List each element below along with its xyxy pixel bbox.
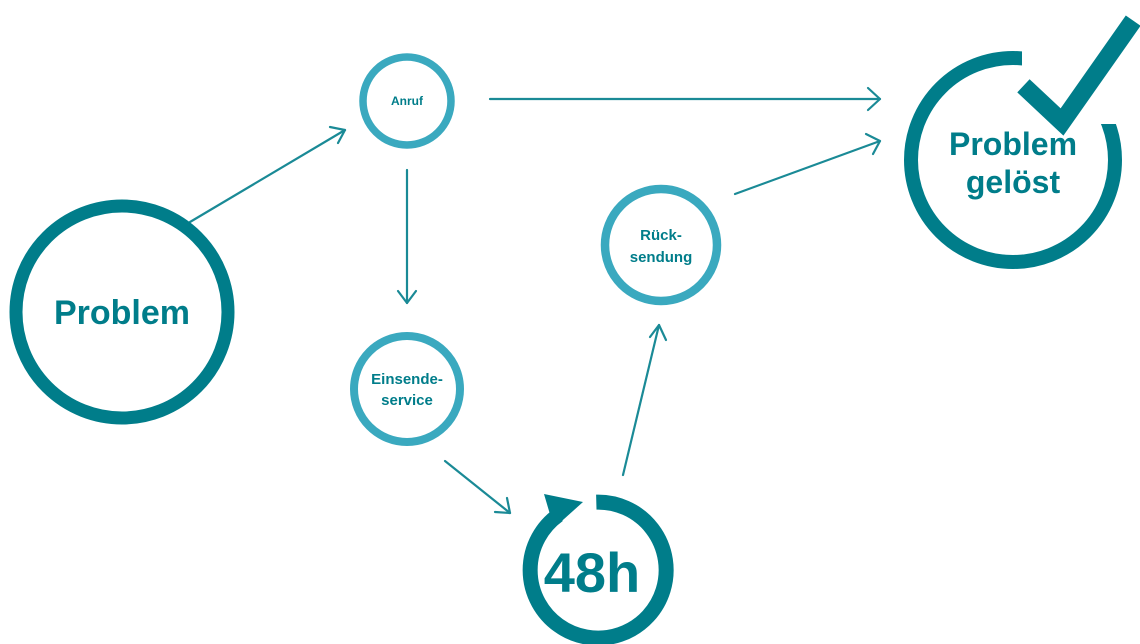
connector-anruf-to-einsende	[396, 168, 418, 305]
refresh-arrowhead	[544, 494, 583, 528]
node-48h-label: 48h	[544, 541, 641, 604]
checkmark-icon	[1017, 15, 1140, 136]
connector-48h-to-rueck	[621, 323, 668, 477]
node-48h: 48h	[522, 494, 674, 644]
connector-rueck-to-solved	[733, 132, 882, 196]
node-anruf: Anruf	[359, 53, 455, 149]
node-problem-ring	[9, 199, 235, 425]
node-solved-ring	[904, 51, 1122, 269]
node-rueck-ring	[600, 184, 722, 306]
node-solved-label-line1: Problem	[949, 126, 1077, 162]
node-problem-label: Problem	[54, 294, 190, 332]
node-einsende-label-line1: Einsende-	[371, 371, 443, 388]
node-rueck-label-line2: sendung	[630, 249, 693, 266]
node-problem: Problem	[9, 199, 235, 425]
node-rueck-label-line1: Rück-	[640, 227, 682, 244]
connectors	[188, 86, 882, 515]
node-solved-label-line2: gelöst	[966, 164, 1061, 200]
node-problem-geloest: Problem gelöst	[904, 6, 1140, 269]
refresh-arrow-icon	[522, 494, 674, 644]
connector-einsende-to-48h	[443, 459, 512, 515]
node-einsendeservice: Einsende- service	[350, 332, 464, 446]
node-anruf-label: Anruf	[391, 94, 424, 108]
node-ruecksendung: Rück- sendung	[600, 184, 722, 306]
connector-problem-to-anruf	[188, 125, 347, 224]
node-einsende-label-line2: service	[381, 392, 433, 409]
node-anruf-ring	[359, 53, 455, 149]
node-einsende-ring	[350, 332, 464, 446]
connector-anruf-to-solved	[488, 86, 882, 112]
